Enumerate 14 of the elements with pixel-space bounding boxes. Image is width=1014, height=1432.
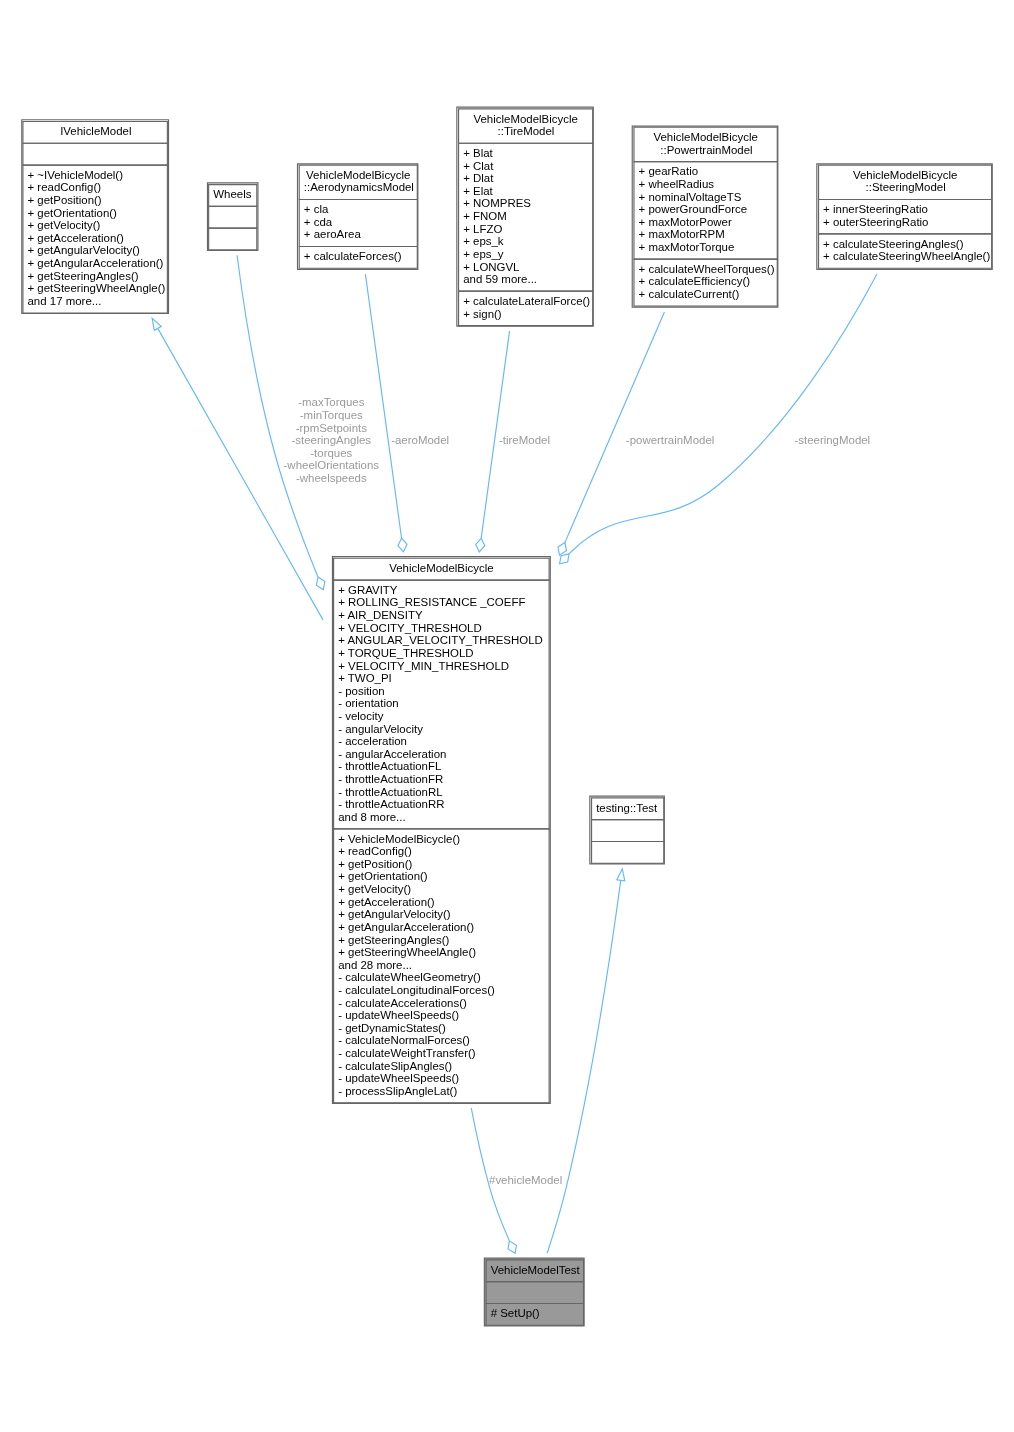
connector: [470, 1107, 518, 1254]
edge-label: #vehicleModel: [489, 1173, 563, 1186]
connector: [558, 273, 878, 565]
connector: [236, 254, 326, 591]
connector: [364, 273, 408, 553]
edge-label: -powertrainModel: [625, 433, 715, 446]
connector: [557, 310, 665, 556]
edge-label: -steeringModel: [794, 433, 871, 446]
arrow: [151, 316, 324, 621]
edge-label: -maxTorques -minTorques -rpmSetpoints -steeringAngles -torques -wheelOrientations -wheelspeeds: [283, 395, 380, 484]
edge-label: -tireModel: [499, 433, 550, 446]
connector: [475, 329, 511, 553]
arrow: [546, 866, 626, 1254]
edge-label: -aeroModel: [391, 433, 450, 446]
